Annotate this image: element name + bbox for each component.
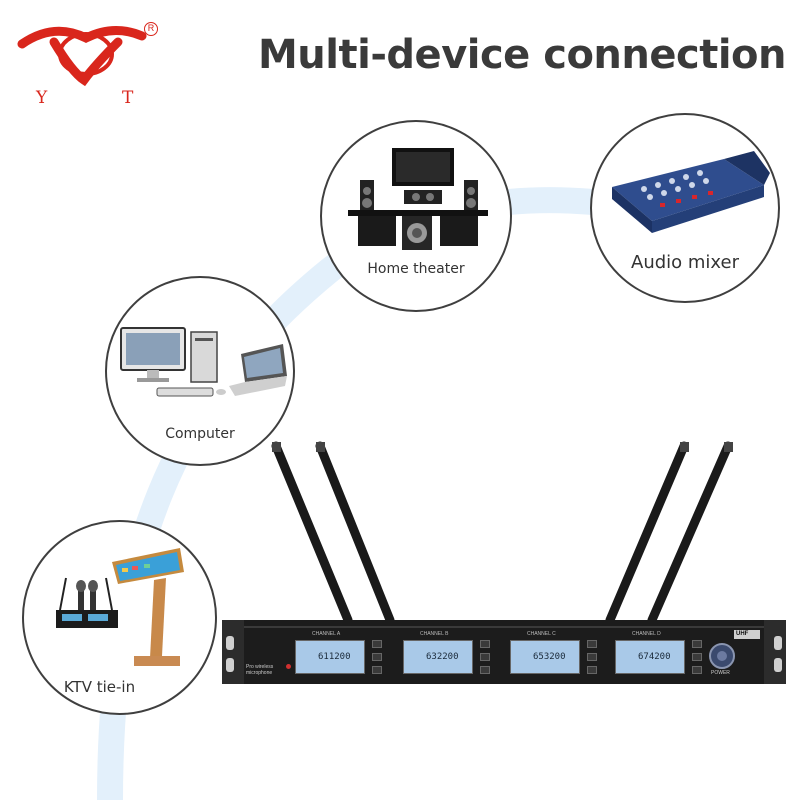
- power-knob[interactable]: [710, 644, 734, 668]
- channel-c-frequency: 653200: [533, 652, 566, 662]
- power-label: POWER: [711, 670, 730, 676]
- device-ktv: KTV tie-in: [22, 520, 217, 715]
- uhf-badge: UHF: [736, 631, 749, 637]
- channel-display: [615, 640, 685, 674]
- channel-b-frequency: 632200: [426, 652, 459, 662]
- channel-a-button[interactable]: [372, 640, 382, 648]
- device-label: Computer: [165, 426, 235, 442]
- ktv-system-icon: [56, 548, 184, 666]
- page-title: Multi-device connection: [258, 32, 787, 78]
- channel-a-button[interactable]: [372, 653, 382, 661]
- wireless-receiver: CHANNEL A CHANNEL B CHANNEL C CHANNEL D …: [220, 440, 790, 690]
- device-label: Home theater: [367, 261, 465, 277]
- channel-display: [510, 640, 580, 674]
- device-audio-mixer: Audio mixer: [590, 113, 780, 303]
- model-text: Pro wireless microphone: [246, 664, 274, 676]
- channel-c-label: CHANNEL C: [527, 631, 556, 637]
- channel-display: [295, 640, 365, 674]
- home-theater-icon: [348, 148, 488, 250]
- computer-icon: [120, 327, 287, 397]
- channel-d-frequency: 674200: [638, 652, 671, 662]
- device-label: Audio mixer: [631, 252, 739, 273]
- logo-letter-t: T: [122, 88, 134, 108]
- channel-b-button[interactable]: [480, 640, 490, 648]
- channel-c-button[interactable]: [587, 653, 597, 661]
- device-computer: Computer: [105, 276, 295, 466]
- logo-letter-y: Y: [36, 88, 48, 108]
- logo-mark-icon: [17, 26, 147, 87]
- device-home-theater: Home theater: [320, 120, 512, 312]
- channel-c-button[interactable]: [587, 640, 597, 648]
- channel-d-button[interactable]: [692, 640, 702, 648]
- device-label: KTV tie-in: [63, 678, 136, 696]
- brand-logo: Y T R: [14, 14, 174, 108]
- channel-c-button[interactable]: [587, 666, 597, 674]
- channel-b-button[interactable]: [480, 666, 490, 674]
- channel-d-label: CHANNEL D: [632, 631, 661, 637]
- channel-display: [403, 640, 473, 674]
- channel-a-button[interactable]: [372, 666, 382, 674]
- registered-mark: R: [144, 22, 158, 36]
- channel-b-label: CHANNEL B: [420, 631, 449, 637]
- channel-d-button[interactable]: [692, 653, 702, 661]
- channel-d-button[interactable]: [692, 666, 702, 674]
- channel-a-label: CHANNEL A: [312, 631, 341, 637]
- audio-mixer-icon: [612, 151, 770, 233]
- channel-b-button[interactable]: [480, 653, 490, 661]
- signal-led: [286, 664, 291, 669]
- channel-a-frequency: 611200: [318, 652, 351, 662]
